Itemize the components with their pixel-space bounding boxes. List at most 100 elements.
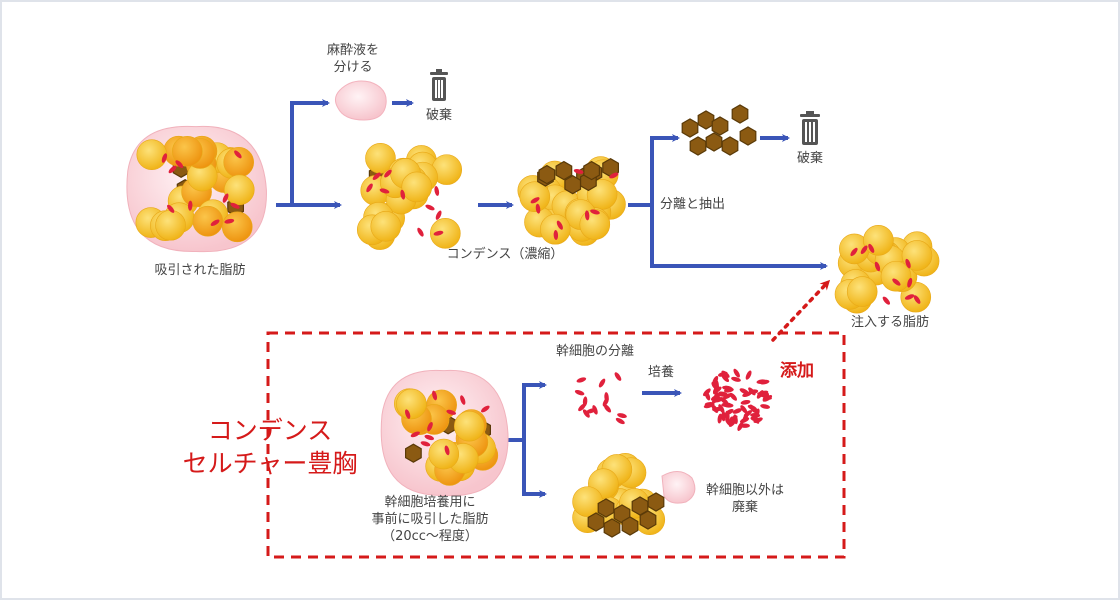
stem-cell <box>410 431 420 438</box>
stem-cell <box>379 188 390 194</box>
separate-extract-label: 分離と抽出 <box>660 197 726 212</box>
fat-cell <box>136 139 168 170</box>
fat-cell <box>863 224 894 256</box>
suctioned-fat-label: 吸引された脂肪 <box>154 263 246 278</box>
stem-cell <box>742 391 752 398</box>
stem-cell <box>417 227 424 237</box>
fat-cell <box>846 276 878 307</box>
fat-cell <box>223 146 254 178</box>
fat-cell <box>901 240 933 271</box>
stem-cell <box>721 411 726 422</box>
stem-cell <box>745 370 752 380</box>
label-line: 幹細胞以外は <box>705 483 784 498</box>
procedure-title: コンデンス セルチャー豊胸 <box>160 414 380 480</box>
stem-cell <box>556 220 563 230</box>
stem-cell <box>603 404 612 413</box>
stem-hexagon <box>689 136 707 156</box>
stem-cell <box>188 200 193 211</box>
stem-hexagon <box>587 512 605 532</box>
label-line: 廃棄 <box>731 500 758 515</box>
stem-hexagon <box>564 175 582 195</box>
fat-cell <box>221 211 253 243</box>
flow-arrows <box>276 99 828 498</box>
fat-cell <box>880 260 912 292</box>
stem-cell <box>444 445 450 456</box>
stem-hexagon <box>538 164 556 185</box>
label-line: 事前に吸引した脂肪 <box>371 512 489 527</box>
separated-stem-cells <box>574 372 627 425</box>
separated-fat-cluster <box>356 142 463 250</box>
stem-cell <box>724 408 734 416</box>
stem-cell <box>372 172 381 180</box>
stem-cell <box>717 413 723 424</box>
pre-suctioned-fat-cluster <box>380 369 509 497</box>
stem-cell <box>743 410 753 418</box>
extracted-hexagons <box>681 104 757 156</box>
trash-icon <box>430 69 448 101</box>
suctioned-fat-cluster <box>126 125 267 253</box>
stem-cell <box>882 296 891 305</box>
stem-cell <box>747 404 758 411</box>
trash-icon <box>800 111 820 145</box>
stem-cell <box>703 403 714 409</box>
stem-cell <box>535 203 541 214</box>
stem-hexagon <box>597 498 615 518</box>
stem-cell <box>740 399 751 405</box>
stem-cell <box>592 405 598 415</box>
culture-label: 培養 <box>647 365 674 380</box>
stem-hexagon <box>639 510 657 530</box>
stem-cell <box>432 390 438 401</box>
stem-hexagon <box>731 104 749 124</box>
stem-cell <box>860 245 868 255</box>
stem-cell <box>748 387 756 396</box>
stem-cell <box>175 160 184 168</box>
label-line: 分ける <box>333 60 373 75</box>
stem-cell <box>615 417 625 425</box>
others-discard-label: 幹細胞以外は 廃棄 <box>700 482 790 516</box>
stem-cell <box>868 243 875 253</box>
stem-hexagon <box>721 136 739 156</box>
fat-cell <box>396 388 427 420</box>
stem-hexagon <box>603 518 621 538</box>
stem-cell <box>760 404 770 409</box>
separate-anesthetic-label: 麻酔液を 分ける <box>318 42 388 76</box>
stem-cell <box>913 295 921 304</box>
stem-cell <box>712 375 719 386</box>
stem-cell <box>907 277 913 288</box>
stem-hexagon <box>681 118 699 138</box>
stem-hexagon <box>697 110 715 130</box>
fat-cell <box>453 410 485 442</box>
stem-cell <box>732 408 742 414</box>
stem-hexagon <box>705 132 723 152</box>
stem-cell <box>604 392 609 403</box>
discard-top-label: 破棄 <box>425 108 452 123</box>
label-line: 幹細胞培養用に <box>384 495 476 510</box>
stem-cell <box>723 385 734 391</box>
stem-cell <box>168 165 177 174</box>
stem-cell <box>530 197 540 204</box>
stem-cell <box>424 434 435 441</box>
condense-culture-box <box>266 331 846 559</box>
stem-cell <box>614 372 622 381</box>
stem-cell <box>739 423 750 428</box>
stem-cell <box>435 210 442 220</box>
stem-cell <box>874 261 881 272</box>
stem-cell <box>574 390 585 396</box>
fat-cell <box>155 209 186 241</box>
stem-hexagon <box>711 116 729 136</box>
stem-cell <box>850 247 858 257</box>
stem-cell <box>230 202 240 209</box>
title-line: セルチャー豊胸 <box>182 449 358 478</box>
stem-cell <box>481 405 490 413</box>
add-arrow <box>771 279 831 342</box>
stem-cell <box>222 193 229 203</box>
injected-fat-label: 注入する脂肪 <box>850 315 929 330</box>
injected-fat-cluster <box>834 224 940 314</box>
stem-cell <box>717 392 728 397</box>
stem-cell <box>905 258 911 269</box>
stem-cell <box>712 407 723 412</box>
stem-cell <box>460 395 466 405</box>
stem-hexagon <box>405 443 422 463</box>
